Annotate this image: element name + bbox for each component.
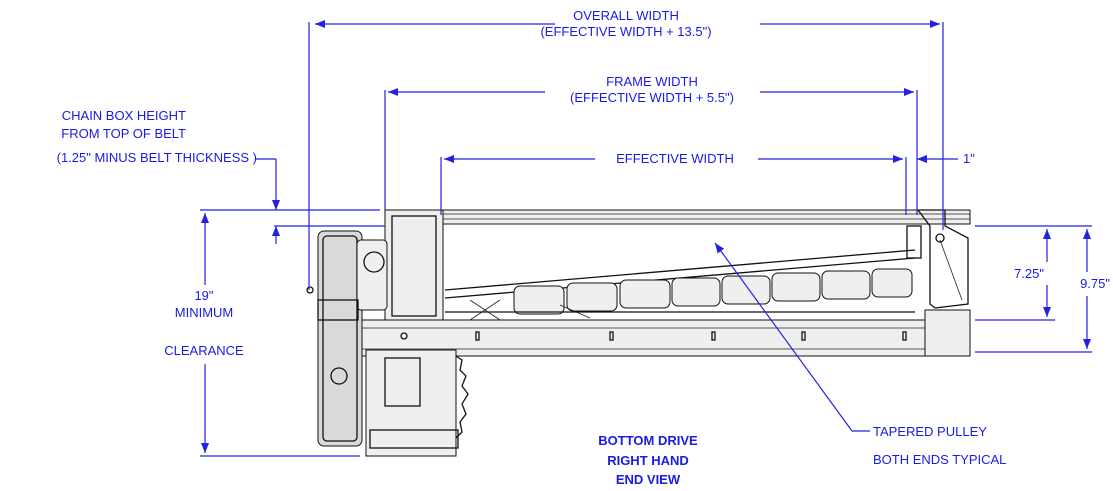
overall-width-note: (EFFECTIVE WIDTH + 13.5") bbox=[540, 24, 711, 39]
clearance-label: MINIMUM bbox=[175, 305, 234, 320]
tapered-pulley-label: TAPERED PULLEY bbox=[873, 424, 987, 439]
tapered-pulley-note: BOTH ENDS TYPICAL bbox=[873, 452, 1006, 467]
clearance-value: 19" bbox=[194, 288, 213, 303]
frame-width-label: FRAME WIDTH bbox=[606, 74, 698, 89]
clearance-label-2: CLEARANCE bbox=[164, 343, 244, 358]
dimension-lines bbox=[200, 20, 1092, 457]
frame-width-note: (EFFECTIVE WIDTH + 5.5") bbox=[570, 90, 734, 105]
chain-box-label: CHAIN BOX HEIGHT bbox=[62, 108, 186, 123]
effective-width-label: EFFECTIVE WIDTH bbox=[616, 151, 734, 166]
one-inch-label: 1" bbox=[963, 151, 975, 166]
overall-width-label: OVERALL WIDTH bbox=[573, 8, 679, 23]
view-title-line1: BOTTOM DRIVE bbox=[598, 433, 698, 448]
view-title-line2: RIGHT HAND bbox=[607, 453, 689, 468]
annotations: OVERALL WIDTH (EFFECTIVE WIDTH + 13.5") … bbox=[57, 8, 1111, 487]
chain-box-line3: (1.25" MINUS BELT THICKNESS ) bbox=[57, 150, 257, 165]
conveyor-body bbox=[306, 209, 971, 457]
dim-725-label: 7.25" bbox=[1014, 266, 1044, 281]
chain-box-line2: FROM TOP OF BELT bbox=[61, 126, 186, 141]
view-title-line3: END VIEW bbox=[616, 472, 681, 487]
dim-975-label: 9.75" bbox=[1080, 276, 1110, 291]
